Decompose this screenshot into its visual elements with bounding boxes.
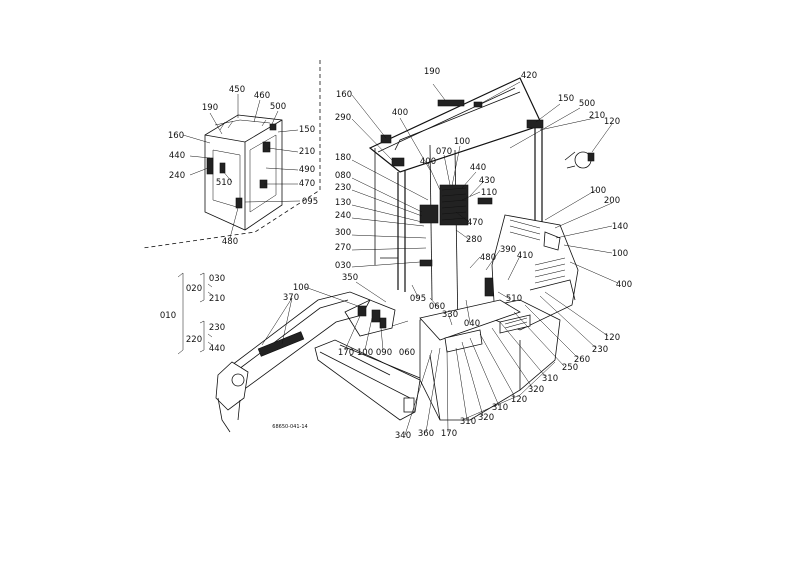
inset-callout-490: 490 — [299, 165, 315, 175]
inset-callout-480: 480 — [222, 237, 238, 247]
main-callout-030: 030 — [335, 261, 351, 271]
main-callout-310: 310 — [542, 374, 558, 384]
main-callout-070: 070 — [436, 147, 452, 157]
main-callout-040: 040 — [464, 319, 480, 329]
assembly-bracket-tree — [177, 272, 213, 355]
main-callout-140: 140 — [612, 222, 628, 232]
main-callout-400: 400 — [616, 280, 632, 290]
inset-callout-095: 095 — [302, 197, 318, 207]
main-callout-310: 310 — [460, 417, 476, 427]
main-callout-440: 440 — [470, 163, 486, 173]
main-callout-320: 320 — [528, 385, 544, 395]
main-callout-170: 170 — [441, 429, 457, 439]
bracket-group-b-item: 440 — [209, 344, 225, 354]
bracket-group-b-item: 230 — [209, 323, 225, 333]
main-callout-100: 100 — [357, 348, 373, 358]
inset-separator-line — [142, 60, 321, 249]
main-callout-230: 230 — [592, 345, 608, 355]
main-callout-180: 180 — [335, 153, 351, 163]
inset-callout-510: 510 — [216, 178, 232, 188]
main-callout-280: 280 — [466, 235, 482, 245]
main-callout-100: 100 — [590, 186, 606, 196]
main-undercarriage — [419, 299, 561, 421]
inset-callout-240: 240 — [169, 171, 185, 181]
main-callout-080: 080 — [335, 171, 351, 181]
main-leader-lines — [261, 81, 619, 436]
bracket-group-a-item: 210 — [209, 294, 225, 304]
bracket-group-b-label: 220 — [186, 335, 202, 345]
main-callout-260: 260 — [574, 355, 590, 365]
inset-callout-150: 150 — [299, 125, 315, 135]
main-callout-110: 110 — [481, 188, 497, 198]
main-callout-500: 500 — [579, 99, 595, 109]
inset-callout-500: 500 — [270, 102, 286, 112]
inset-leader-lines — [182, 94, 301, 239]
inset-cabin-drawing — [204, 114, 283, 231]
main-callout-480: 480 — [480, 253, 496, 263]
main-callout-430: 430 — [479, 176, 495, 186]
main-callout-370: 370 — [283, 293, 299, 303]
main-callout-360: 360 — [418, 429, 434, 439]
drawing-code: 68650-041-14 — [272, 424, 307, 430]
main-callout-090: 090 — [376, 348, 392, 358]
main-callout-060: 060 — [399, 348, 415, 358]
main-callout-300: 300 — [335, 228, 351, 238]
main-callout-130: 130 — [335, 198, 351, 208]
main-callout-320: 320 — [478, 413, 494, 423]
main-callout-330: 330 — [442, 310, 458, 320]
inset-callout-190: 190 — [202, 103, 218, 113]
main-callout-120: 120 — [511, 395, 527, 405]
main-callout-120: 120 — [604, 117, 620, 127]
main-callout-390: 390 — [500, 245, 516, 255]
main-callout-100: 100 — [293, 283, 309, 293]
inset-callout-460: 460 — [254, 91, 270, 101]
main-callout-350: 350 — [342, 273, 358, 283]
main-callout-100: 100 — [612, 249, 628, 259]
main-callout-210: 210 — [589, 111, 605, 121]
main-callout-270: 270 — [335, 243, 351, 253]
bracket-root-label: 010 — [160, 311, 176, 321]
main-dozer-blade — [314, 339, 421, 421]
main-callout-150: 150 — [558, 94, 574, 104]
main-callout-230: 230 — [335, 183, 351, 193]
inset-callout-450: 450 — [229, 85, 245, 95]
main-callout-100: 100 — [454, 137, 470, 147]
main-callout-310: 310 — [492, 403, 508, 413]
main-callout-200: 200 — [604, 196, 620, 206]
main-callout-095: 095 — [410, 294, 426, 304]
main-callout-340: 340 — [395, 431, 411, 441]
main-callout-190: 190 — [424, 67, 440, 77]
bracket-group-a-label: 020 — [186, 284, 202, 294]
main-callout-400: 400 — [420, 157, 436, 167]
inset-callout-470: 470 — [299, 179, 315, 189]
main-callout-120: 120 — [604, 333, 620, 343]
main-callout-170: 170 — [338, 348, 354, 358]
main-callout-060: 060 — [429, 302, 445, 312]
bracket-group-a-item: 030 — [209, 274, 225, 284]
inset-callout-160: 160 — [168, 131, 184, 141]
main-callout-290: 290 — [335, 113, 351, 123]
main-callout-410: 410 — [517, 251, 533, 261]
main-callout-240: 240 — [335, 211, 351, 221]
main-cabin-frame — [368, 77, 544, 331]
main-callout-250: 250 — [562, 363, 578, 373]
main-callout-420: 420 — [521, 71, 537, 81]
main-boom-arm — [215, 291, 396, 433]
main-callout-510: 510 — [506, 294, 522, 304]
main-callout-470: 470 — [467, 218, 483, 228]
main-callout-400: 400 — [392, 108, 408, 118]
inset-callout-440: 440 — [169, 151, 185, 161]
main-callout-160: 160 — [336, 90, 352, 100]
inset-callout-210: 210 — [299, 147, 315, 157]
